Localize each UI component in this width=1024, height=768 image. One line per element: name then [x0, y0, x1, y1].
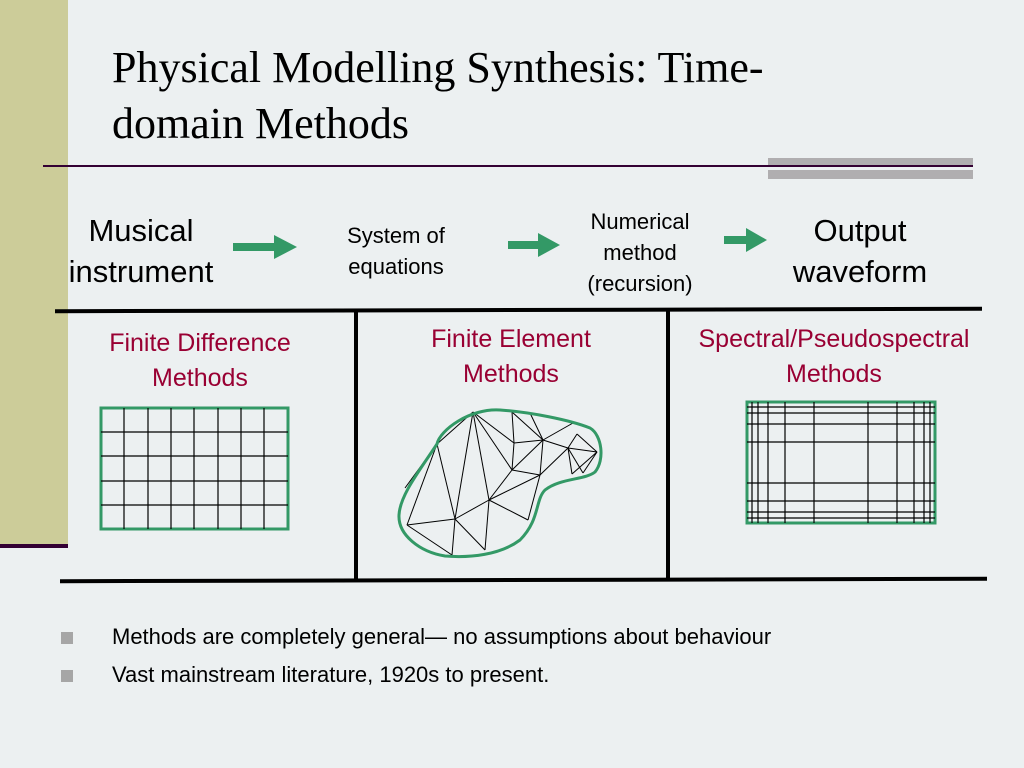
finite-difference-grid — [99, 406, 290, 531]
right-arrow-icon — [724, 228, 767, 252]
method-label: Methods — [463, 360, 559, 388]
flow-step-label: equations — [348, 254, 444, 279]
title-accent-bar — [768, 158, 973, 165]
square-bullet-icon — [61, 632, 73, 644]
flow-step-label: Numerical — [590, 209, 690, 234]
flow-step-musical-instrument: Musical instrument — [50, 210, 232, 292]
flow-step-label: method — [603, 240, 677, 265]
flow-step-label: Output — [813, 213, 907, 248]
flow-step-label: System of — [347, 223, 445, 248]
method-label: Methods — [786, 360, 882, 388]
slide-title-line-1: Physical Modelling Synthesis: Time- — [112, 43, 764, 92]
flow-step-label: Musical — [88, 213, 194, 248]
method-label: Finite Difference — [109, 329, 291, 357]
method-spectral: Spectral/Pseudospectral Methods — [674, 322, 994, 392]
method-finite-element: Finite Element Methods — [385, 322, 637, 392]
method-finite-difference: Finite Difference Methods — [74, 326, 326, 396]
method-label: Spectral/Pseudospectral — [698, 325, 970, 353]
sidebar-divider — [0, 544, 68, 548]
flow-step-numerical-method: Numerical method (recursion) — [560, 206, 720, 299]
flow-step-system-of-equations: System of equations — [316, 220, 476, 282]
title-divider — [43, 165, 973, 167]
bullet-item: Methods are completely general— no assum… — [112, 624, 772, 649]
flow-step-label: waveform — [792, 254, 928, 289]
slide-title: Physical Modelling Synthesis: Time- doma… — [112, 40, 912, 152]
flow-step-label: instrument — [68, 254, 214, 289]
title-accent-bar — [768, 170, 973, 179]
right-arrow-icon — [233, 235, 297, 259]
table-column-divider — [354, 311, 358, 581]
finite-element-mesh — [397, 408, 603, 559]
sidebar-accent — [0, 0, 68, 547]
square-bullet-icon — [61, 670, 73, 682]
flow-step-output-waveform: Output waveform — [770, 210, 950, 292]
method-label: Finite Element — [431, 325, 591, 353]
slide-title-line-2: domain Methods — [112, 99, 409, 148]
table-column-divider — [666, 310, 670, 580]
bullet-item: Vast mainstream literature, 1920s to pre… — [112, 662, 550, 687]
method-label: Methods — [152, 364, 248, 392]
spectral-grid — [745, 400, 937, 525]
right-arrow-icon — [508, 233, 560, 257]
flow-step-label: (recursion) — [587, 271, 693, 296]
